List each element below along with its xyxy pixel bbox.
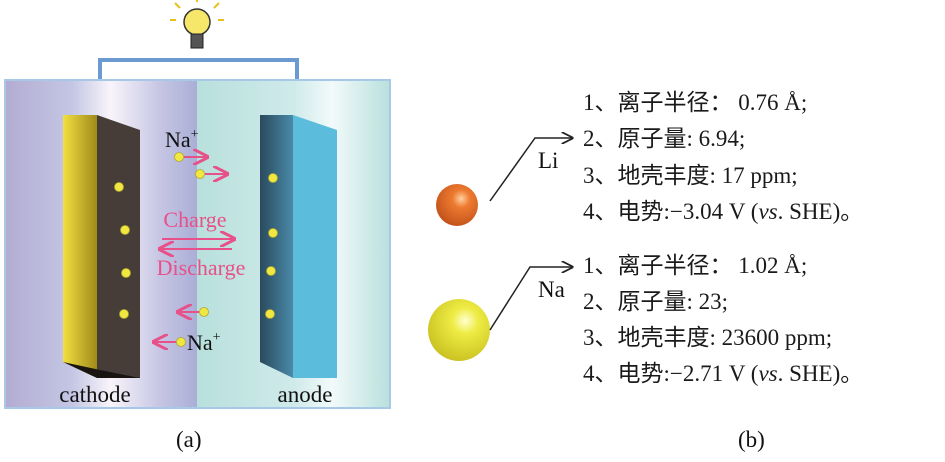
na-atomic-mass: 2、原子量: 23;: [583, 289, 729, 314]
li-ionic-radius: 1、离子半径： 0.76 Å;: [583, 90, 808, 115]
lithium-pointer: [489, 138, 572, 202]
li-potential-vs: vs: [758, 199, 778, 224]
sodium-ions: [114, 152, 278, 347]
li-potential-suffix: . SHE)。: [777, 199, 864, 224]
na-ionic-radius: 1、离子半径： 1.02 Å;: [583, 253, 808, 278]
ion-migration-arrows: [154, 157, 234, 342]
na-potential: 4、电势:−2.71 V (vs. SHE)。: [583, 361, 863, 387]
anode-label: anode: [278, 382, 333, 407]
circuit-wire: [98, 58, 299, 80]
anode-plate: [260, 115, 337, 378]
cell-border: [4, 79, 391, 409]
caption-a: (a): [176, 427, 202, 452]
caption-b: (b): [738, 427, 765, 452]
discharge-label: Discharge: [157, 255, 246, 280]
na-potential-vs: vs: [758, 361, 778, 386]
sodium-pointer: [489, 267, 572, 331]
na-potential-prefix: 4、电势:−2.71 V (: [583, 361, 759, 386]
cathode-label: cathode: [59, 382, 131, 407]
cathode-plate: [63, 115, 140, 378]
li-potential: 4、电势:−3.04 V (vs. SHE)。: [583, 199, 863, 225]
sodium-atom: [428, 299, 490, 361]
lithium-atom: [436, 184, 478, 226]
na-crust-abundance: 3、地壳丰度: 23600 ppm;: [583, 325, 833, 350]
na-ion-label-top: Na+: [165, 127, 199, 152]
light-bulb-icon: [170, 0, 224, 49]
charge-label: Charge: [163, 207, 226, 232]
li-crust-abundance: 3、地壳丰度: 17 ppm;: [583, 163, 798, 188]
na-ion-label-bottom: Na+: [187, 330, 221, 355]
li-atomic-mass: 2、原子量: 6.94;: [583, 126, 746, 151]
sodium-symbol: Na: [538, 277, 565, 302]
li-potential-prefix: 4、电势:−3.04 V (: [583, 199, 759, 224]
lithium-symbol: Li: [538, 148, 558, 173]
na-potential-suffix: . SHE)。: [777, 361, 864, 386]
